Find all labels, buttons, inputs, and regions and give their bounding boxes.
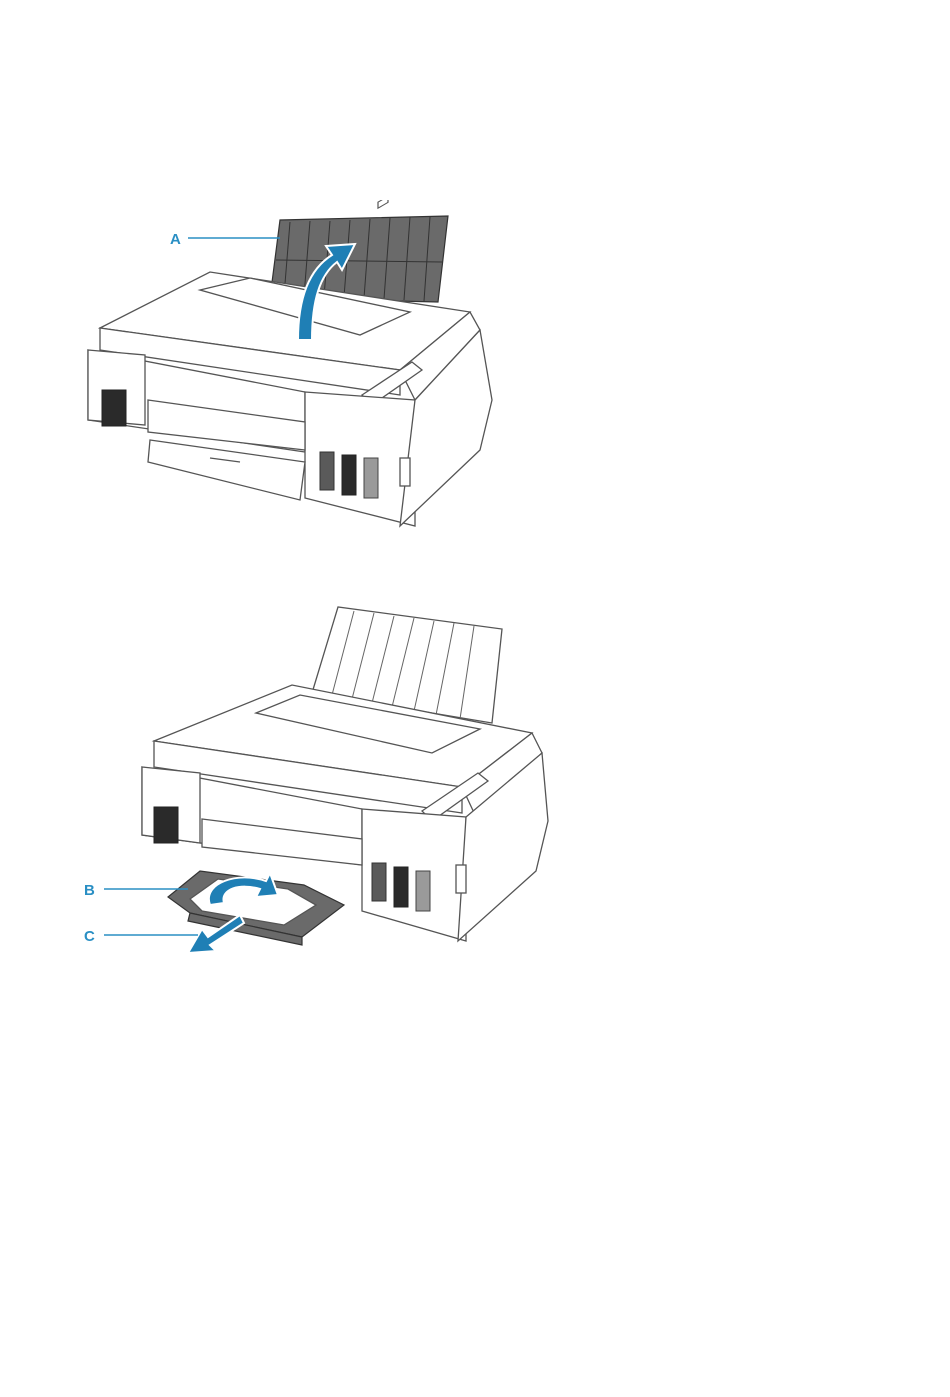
callout-c-label: C [84, 928, 95, 945]
side-window [154, 807, 178, 843]
callout-a-label: A [170, 231, 181, 248]
side-window [102, 390, 126, 426]
figure-open-output-tray: B C [70, 595, 560, 965]
callout-b-label: B [84, 882, 95, 899]
callout-c: C [84, 928, 198, 945]
figure-raise-paper-support: A [70, 200, 510, 540]
callout-a: A [170, 231, 280, 248]
